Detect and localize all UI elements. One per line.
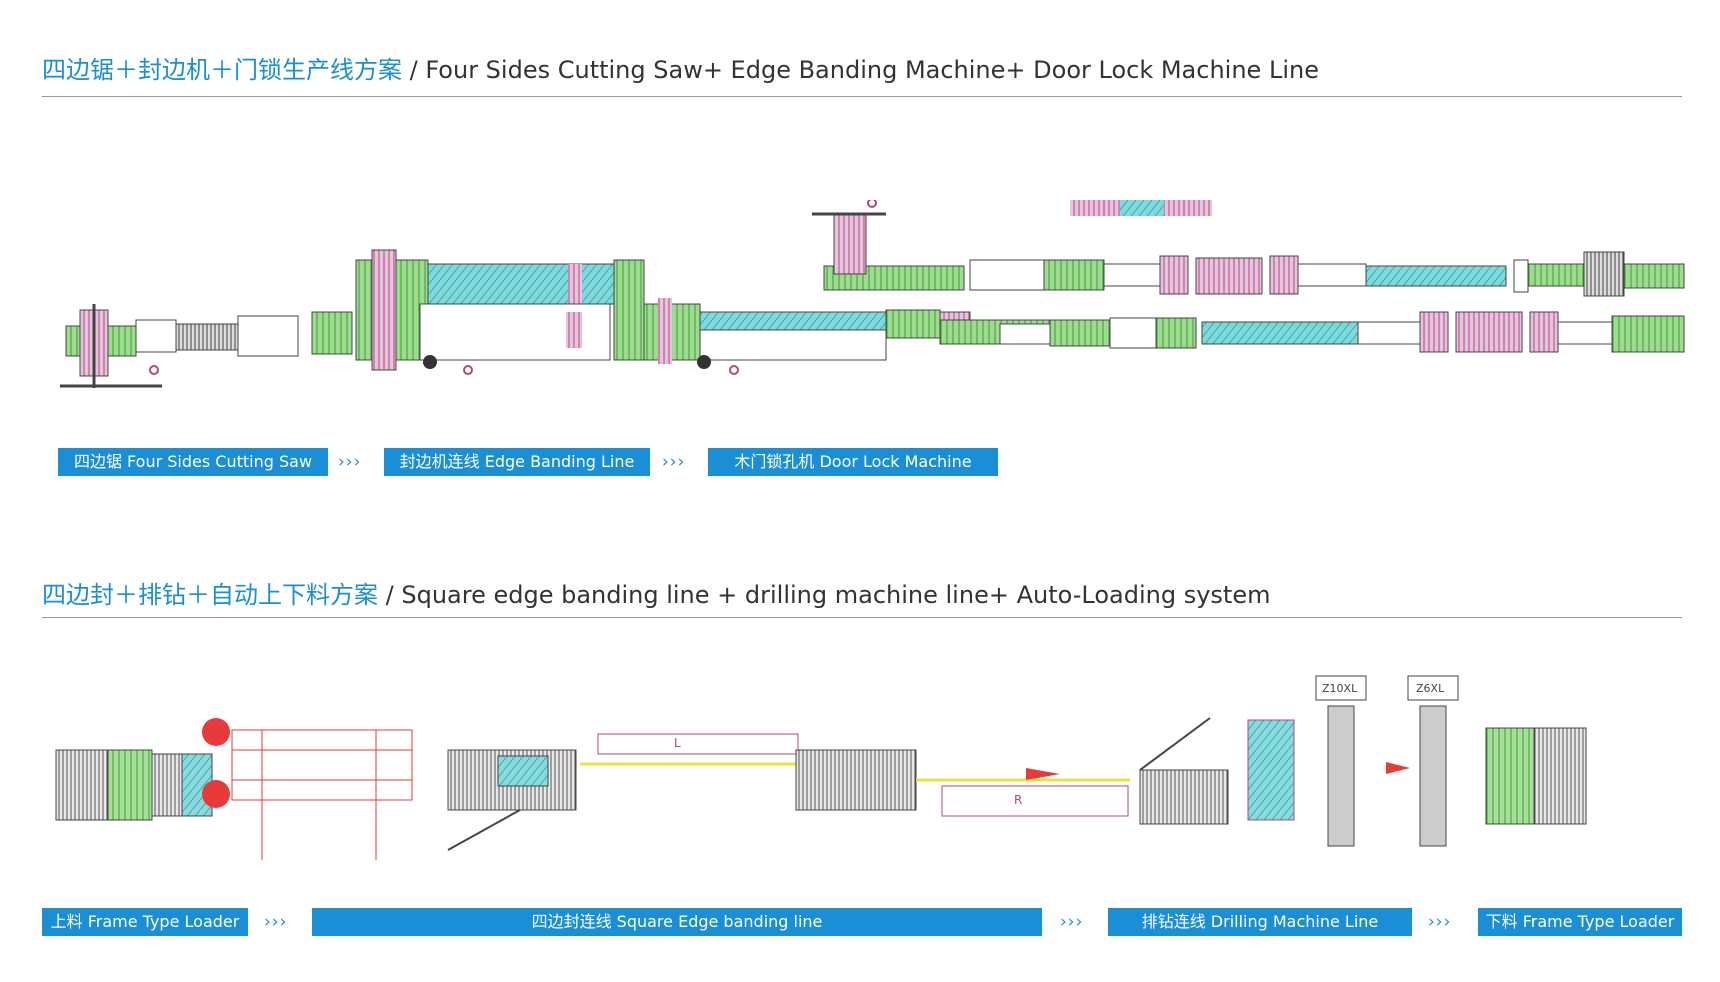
step-frame-loader-out: 下料 Frame Type Loader	[1478, 908, 1682, 936]
section2-divider	[42, 617, 1682, 618]
drawing-label-z6xl: Z6XL	[1416, 682, 1445, 695]
section1-divider	[42, 96, 1682, 97]
step-separator-chevrons: ›››	[662, 452, 686, 472]
drawing-label-z10xl: Z10XL	[1322, 682, 1358, 695]
section2-title-en: / Square edge banding line + drilling ma…	[378, 581, 1271, 609]
drawing-label-l: L	[674, 736, 681, 750]
step-square-edge-banding: 四边封连线 Square Edge banding line	[312, 908, 1042, 936]
four-sides-saw-drawing	[60, 304, 353, 388]
step-separator-chevrons: ›››	[1060, 912, 1084, 932]
step-four-sides-saw: 四边锯 Four Sides Cutting Saw	[58, 448, 328, 476]
step-separator-chevrons: ›››	[338, 452, 362, 472]
step-edge-banding: 封边机连线 Edge Banding Line	[384, 448, 650, 476]
section1-title: 四边锯＋封边机＋门锁生产线方案 / Four Sides Cutting Saw…	[42, 50, 1319, 85]
drawing-label-r: R	[1014, 793, 1022, 807]
step-frame-loader-in: 上料 Frame Type Loader	[42, 908, 248, 936]
section1-title-en: / Four Sides Cutting Saw+ Edge Banding M…	[402, 56, 1319, 84]
section2-title-cn: 四边封＋排钻＋自动上下料方案	[42, 581, 378, 609]
door-lock-drawing	[812, 200, 1685, 353]
frame-loader-drawing	[55, 718, 230, 821]
step-door-lock: 木门锁孔机 Door Lock Machine	[708, 448, 998, 476]
section2-layout-drawing: L R Z10XL Z6XL	[55, 675, 1587, 860]
step-drilling-line: 排钻连线 Drilling Machine Line	[1108, 908, 1412, 936]
step-separator-chevrons: ›››	[264, 912, 288, 932]
step-separator-chevrons: ›››	[1428, 912, 1452, 932]
section2-title: 四边封＋排钻＋自动上下料方案 / Square edge banding lin…	[42, 575, 1270, 610]
drilling-line-drawing	[1139, 675, 1459, 847]
section1-layout-drawing	[60, 200, 1685, 388]
edge-banding-drawing	[355, 200, 887, 375]
square-edge-banding-drawing	[231, 729, 413, 860]
section1-title-cn: 四边锯＋封边机＋门锁生产线方案	[42, 56, 402, 84]
unloader-drawing	[1485, 727, 1587, 825]
